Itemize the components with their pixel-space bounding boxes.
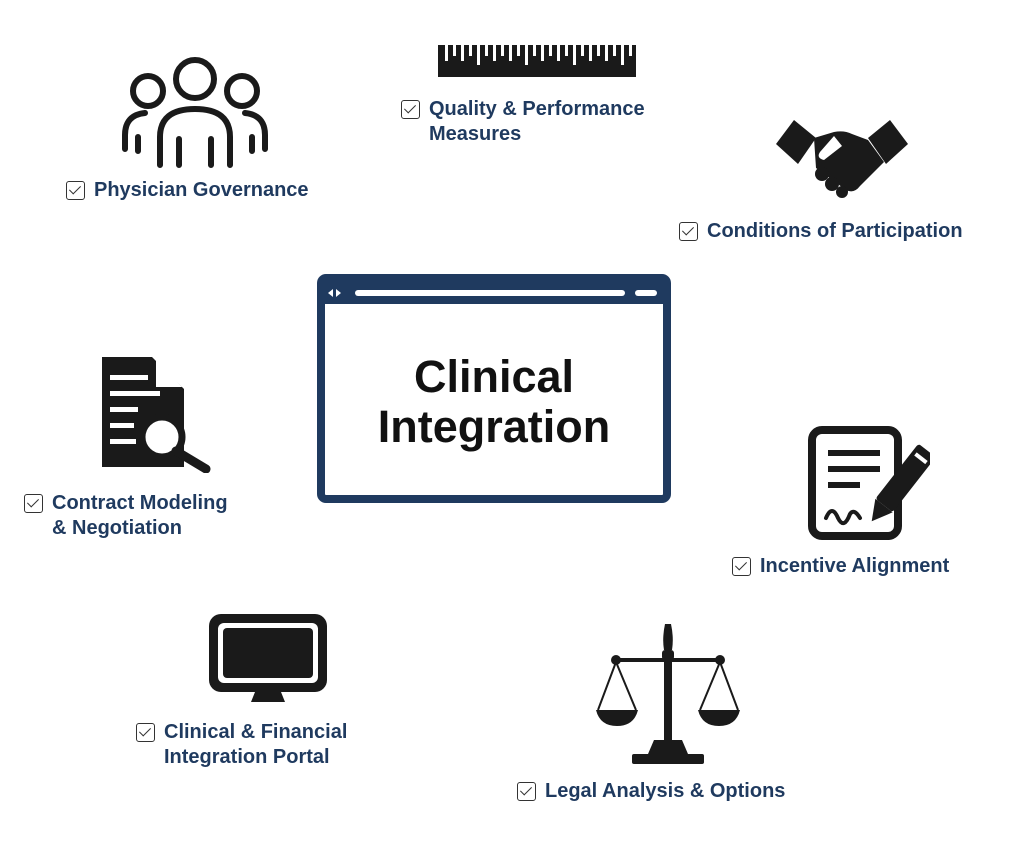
quality-performance-line2: Measures [429,123,522,145]
ruler-icon [438,45,636,77]
quality-performance-item: Quality & Performance Measures [401,97,645,147]
scales-of-justice-icon [596,624,740,764]
document-search-icon [102,357,211,473]
contract-modeling-line1: Contract Modeling [52,492,228,514]
financial-portal-line2: Integration Portal [164,746,330,768]
browser-controls-icon [328,289,657,297]
contract-modeling-item: Contract Modeling & Negotiation [24,491,228,541]
people-group-icon [122,57,268,168]
incentive-alignment-item: Incentive Alignment [732,554,949,579]
conditions-participation-label: Conditions of Participation [707,220,963,242]
financial-portal-item: Clinical & Financial Integration Portal [136,720,347,770]
handshake-icon [776,120,908,198]
physician-governance-label: Physician Governance [94,179,309,201]
browser-window: Clinical Integration [317,274,671,503]
quality-performance-line1: Quality & Performance [429,98,645,120]
contract-signature-icon [808,426,930,540]
checkbox-icon [136,723,155,742]
checkbox-icon [517,782,536,801]
physician-governance-item: Physician Governance [66,178,309,203]
checkbox-icon [732,557,751,576]
legal-analysis-item: Legal Analysis & Options [517,779,785,804]
center-title-line2: Integration [377,401,611,452]
checkbox-icon [66,181,85,200]
monitor-icon [209,614,327,702]
checkbox-icon [679,222,698,241]
center-title-line1: Clinical [413,351,575,402]
center-title: Clinical Integration [325,352,663,452]
checkbox-icon [401,100,420,119]
checkbox-icon [24,494,43,513]
conditions-participation-item: Conditions of Participation [679,219,963,244]
financial-portal-line1: Clinical & Financial [164,721,348,743]
contract-modeling-line2: & Negotiation [52,517,182,539]
legal-analysis-label: Legal Analysis & Options [545,780,786,802]
browser-title-bar [325,282,663,304]
incentive-alignment-label: Incentive Alignment [760,555,950,577]
